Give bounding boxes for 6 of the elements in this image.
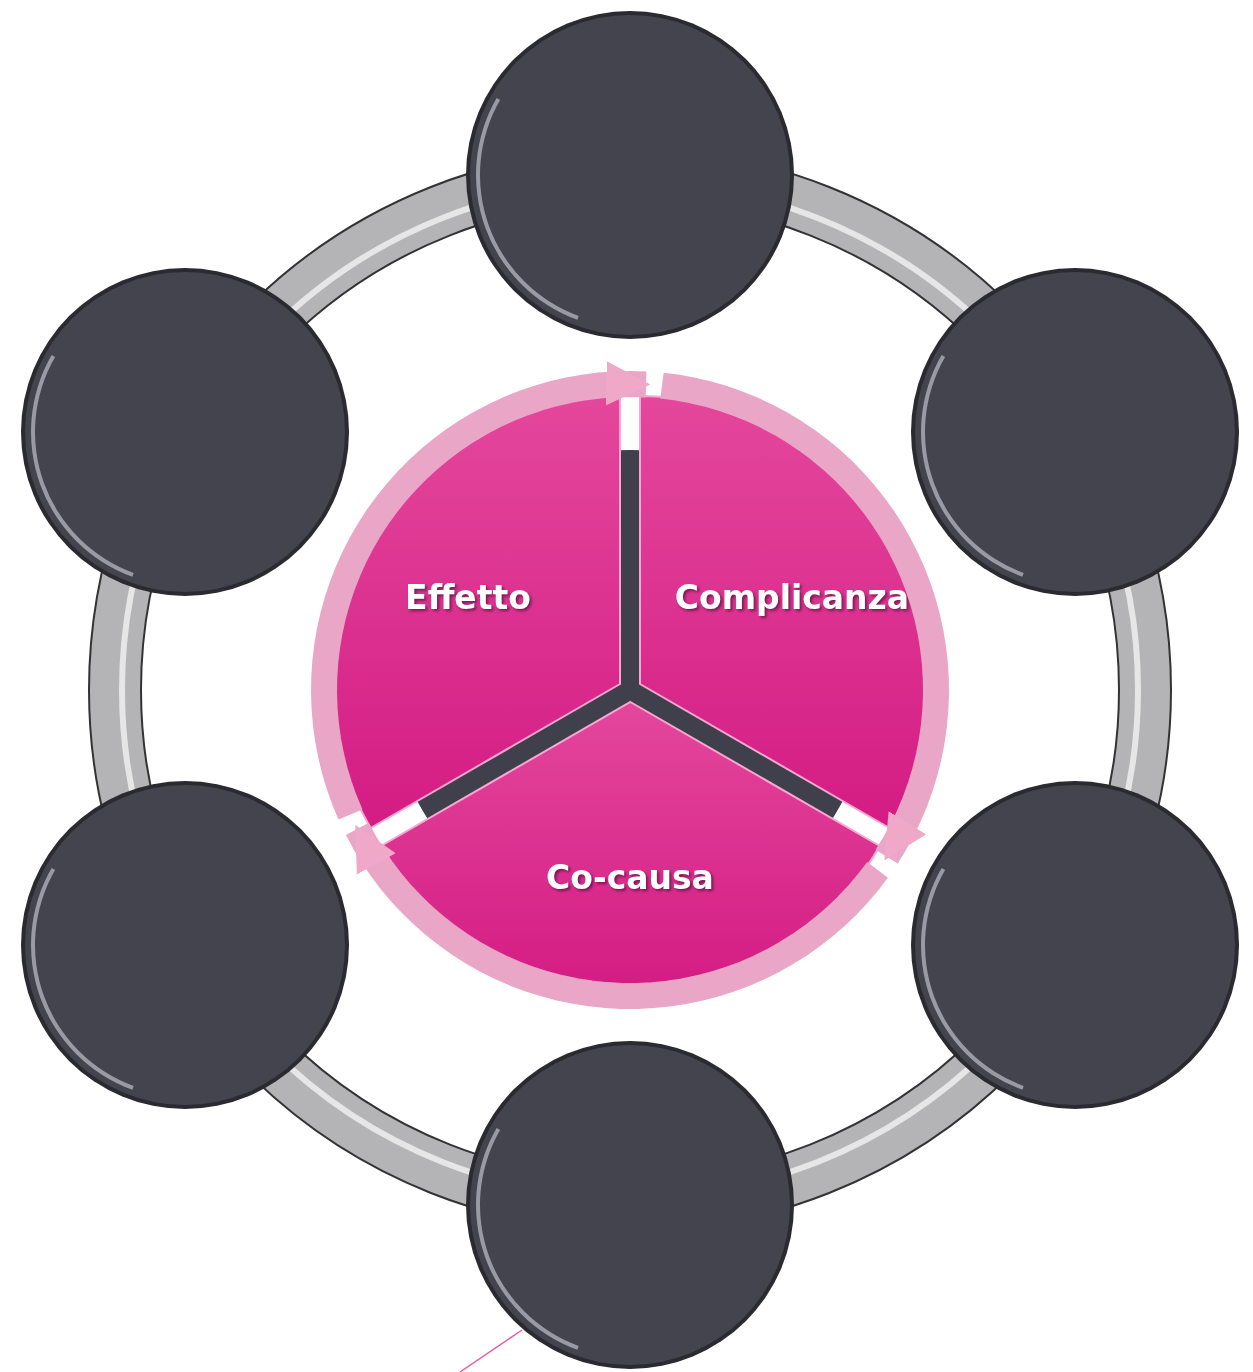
cycle-arrow xyxy=(660,372,949,864)
sector-label: Effetto xyxy=(405,577,531,616)
sector-label: Complicanza xyxy=(674,577,910,616)
cycle-arrow xyxy=(311,361,651,820)
cycle-arrow xyxy=(345,822,888,1009)
sector-label: Co-causa xyxy=(546,857,714,897)
